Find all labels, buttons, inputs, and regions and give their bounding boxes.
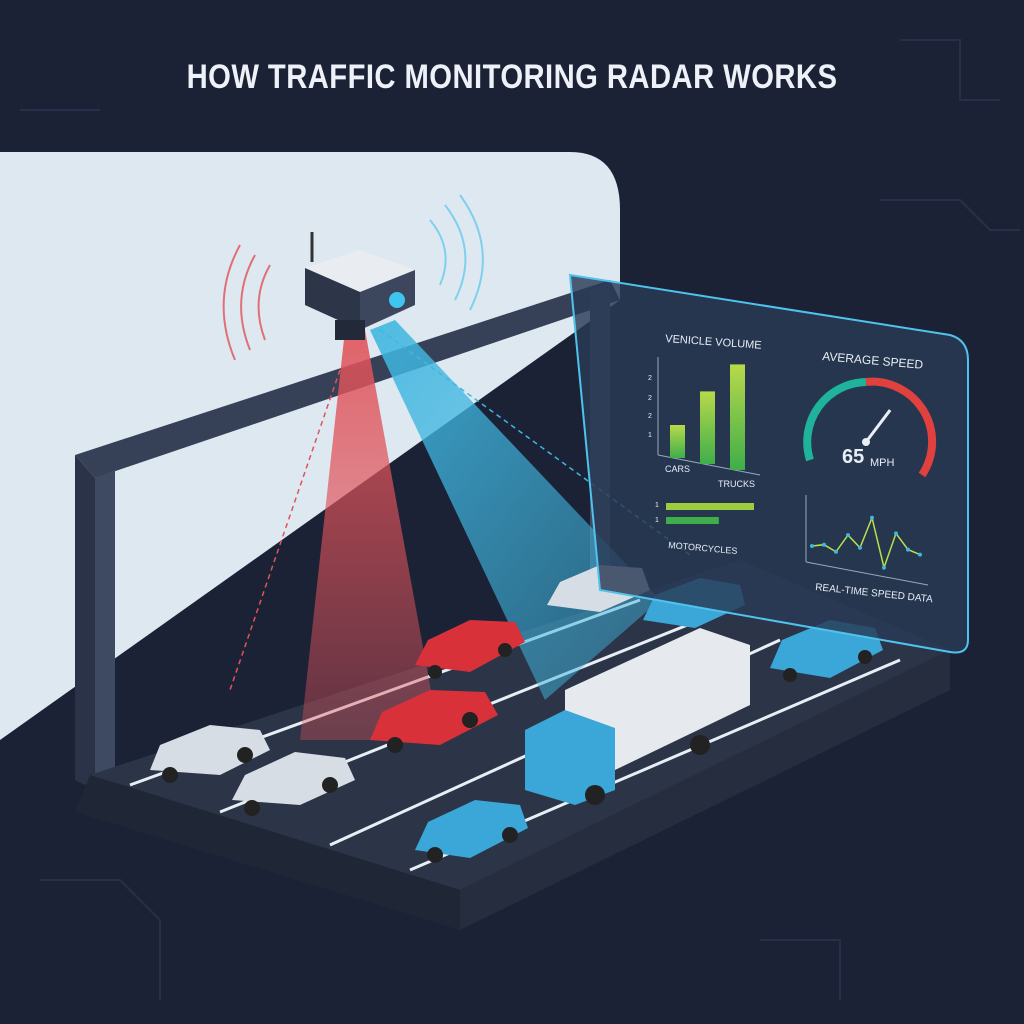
volume-bar xyxy=(670,425,685,458)
circuit-decoration xyxy=(20,39,1020,1000)
y-tick: 2 xyxy=(648,413,652,420)
speed-point xyxy=(894,531,898,536)
speed-line xyxy=(811,515,921,571)
radar-waves-left xyxy=(222,244,271,361)
speed-point xyxy=(918,552,922,557)
car-red xyxy=(370,690,498,753)
speed-point xyxy=(846,533,850,538)
motorcycle-bar xyxy=(666,517,719,524)
bar-label-trucks: TRUCKS xyxy=(718,479,755,489)
gauge-needle xyxy=(864,409,892,443)
motorcycle-bar xyxy=(666,503,754,510)
speed-point xyxy=(882,565,886,570)
motorcycle-bars xyxy=(666,503,754,524)
car-blue xyxy=(415,800,528,863)
speed-value: 65 xyxy=(842,446,864,468)
car-white xyxy=(232,752,355,816)
volume-bar xyxy=(700,391,715,464)
volume-chart xyxy=(657,357,761,476)
vehicles xyxy=(150,565,883,863)
speed-point xyxy=(906,547,910,552)
radar-beam-red xyxy=(300,330,440,740)
car-red xyxy=(415,620,525,679)
speed-gauge xyxy=(803,377,937,478)
speed-point xyxy=(834,549,838,554)
speed-unit: MPH xyxy=(870,457,895,469)
h-tick: 1 xyxy=(655,502,659,509)
bar-label-cars: CARS xyxy=(665,464,690,474)
truck xyxy=(525,628,750,805)
volume-bar xyxy=(730,364,745,470)
speed-point xyxy=(822,542,826,547)
speed-point xyxy=(858,545,862,550)
radar-sensor-icon xyxy=(305,232,415,340)
page-title: HOW TRAFFIC MONITORING RADAR WORKS xyxy=(186,58,838,96)
speed-point xyxy=(870,515,874,520)
detection-line-left xyxy=(229,369,341,691)
y-tick: 2 xyxy=(648,395,652,402)
gauge-hub xyxy=(862,438,870,446)
h-tick: 1 xyxy=(655,517,659,524)
backdrop-wall xyxy=(0,152,620,740)
radar-waves-right xyxy=(429,194,484,311)
dashboard-panel xyxy=(568,273,969,654)
y-tick: 2 xyxy=(648,375,652,382)
realtime-line-chart xyxy=(805,495,929,586)
speed-point xyxy=(810,544,814,548)
y-tick: 1 xyxy=(648,432,652,439)
car-white xyxy=(150,725,270,783)
